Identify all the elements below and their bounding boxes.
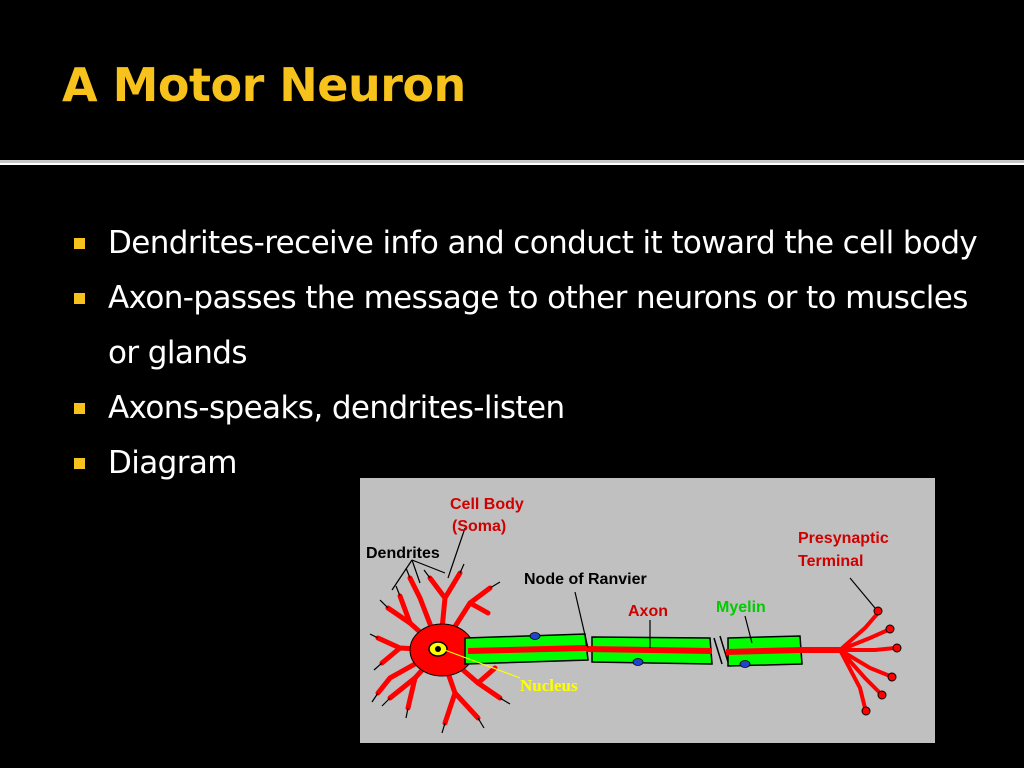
title-bar: A Motor Neuron [0,0,1024,158]
node-of-ranvier-label: Node of Ranvier [524,571,647,588]
bullet-list: Dendrites-receive info and conduct it to… [72,216,982,491]
square-bullet-icon [74,403,85,414]
nucleus-label: Nucleus [520,676,578,695]
slide-title: A Motor Neuron [62,58,466,112]
bullet-text: Axon-passes the message to other neurons… [108,280,968,371]
title-divider-highlight [0,163,1024,165]
presynaptic-terminal-shape [838,611,896,709]
soma-label: (Soma) [452,518,506,535]
square-bullet-icon [74,293,85,304]
presynaptic-label: Presynaptic [798,530,889,547]
bullet-text: Dendrites-receive info and conduct it to… [108,225,978,261]
neuron-diagram: Cell Body (Soma) Dendrites Node of Ranvi… [360,478,935,743]
bullet-item: Diagram [72,436,982,491]
myelin-label: Myelin [716,599,766,616]
terminal-label: Terminal [798,553,864,570]
dendrites-label: Dendrites [366,545,440,562]
bullet-text: Axons-speaks, dendrites-listen [108,390,565,426]
axon-label: Axon [628,603,668,620]
bullet-text: Diagram [108,445,238,481]
title-divider [0,160,1024,163]
bullet-item: Dendrites-receive info and conduct it to… [72,216,982,271]
neuron-diagram-graphic: Cell Body (Soma) Dendrites Node of Ranvi… [366,496,902,734]
bullet-item: Axon-passes the message to other neurons… [72,271,982,381]
cell-body-label: Cell Body [450,496,524,513]
square-bullet-icon [74,238,85,249]
bullet-item: Axons-speaks, dendrites-listen [72,381,982,436]
square-bullet-icon [74,458,85,469]
